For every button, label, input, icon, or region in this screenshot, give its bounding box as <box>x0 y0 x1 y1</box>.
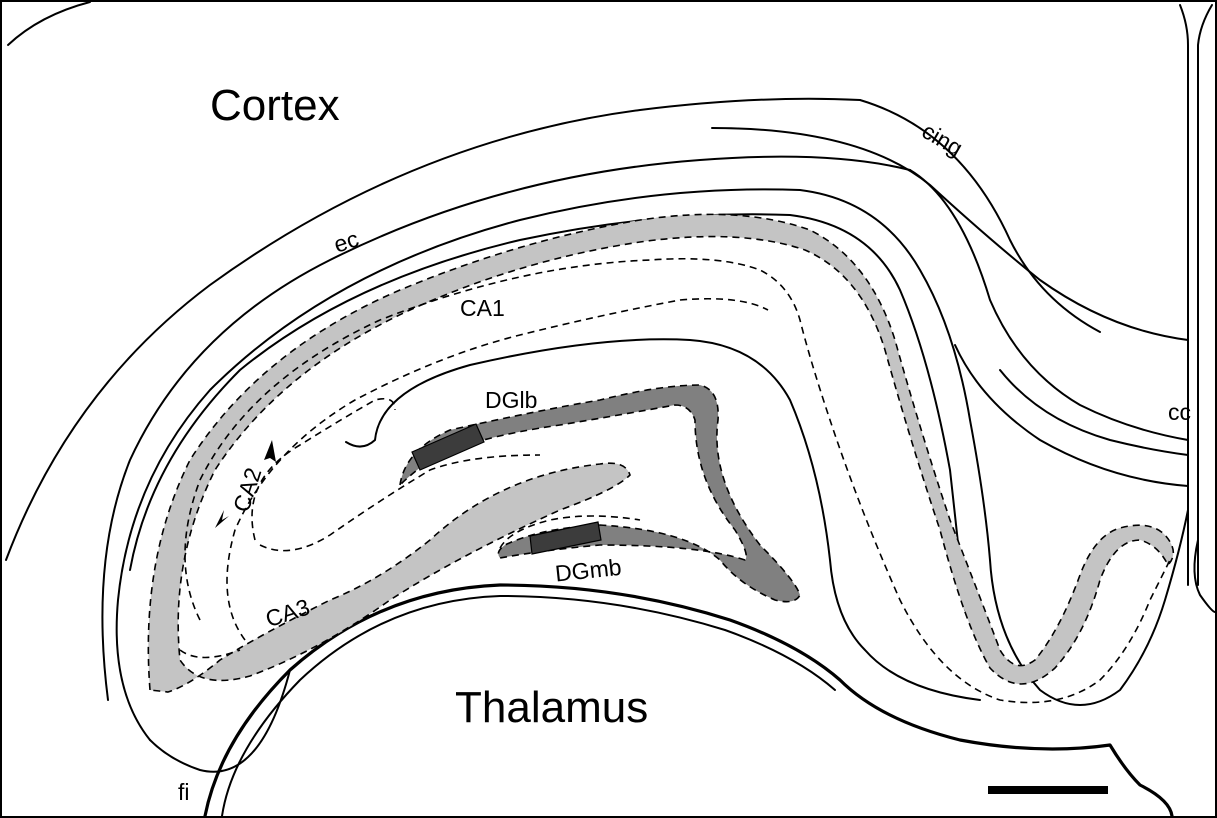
label-fi: fi <box>178 779 190 805</box>
label-cortex: Cortex <box>210 81 340 130</box>
label-thalamus: Thalamus <box>455 683 648 732</box>
scale-bar <box>988 786 1108 794</box>
label-cc: cc <box>1168 399 1191 425</box>
label-dglb: DGlb <box>485 387 537 413</box>
label-ca1: CA1 <box>460 295 505 321</box>
